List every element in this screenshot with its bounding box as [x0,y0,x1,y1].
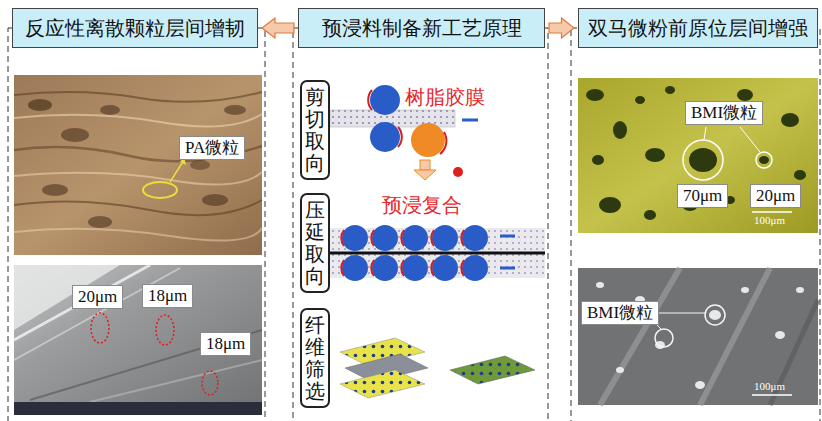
scale-bar-label: 100μm [754,214,785,226]
header-text: 反应性离散颗粒层间增韧 [25,15,245,42]
block-arrow [262,18,294,38]
size-tag: 18μm [200,332,251,356]
film-label: 树脂胶膜 [405,84,485,111]
block-arrow [549,18,574,38]
process-illustration [325,85,545,398]
header-text: 双马微粉前原位层间增强 [588,15,808,42]
step-box: 纤维筛选 [300,308,330,408]
tag-text: 18μm [148,286,187,305]
step-box: 压延取向 [300,193,330,293]
tag-text: 70μm [683,186,722,205]
section-header: 反应性离散颗粒层间增韧 [12,8,258,48]
step-box: 剪切取向 [300,80,330,180]
step-text: 压延取向 [305,199,325,287]
header-text: 预浸料制备新工艺原理 [322,15,522,42]
tag-text: 20μm [756,186,795,205]
tag-text: BMI微粒 [691,103,757,122]
step-text: 剪切取向 [305,86,325,174]
panel-outline [571,28,820,421]
scale-bar-label: 100μm [754,380,785,392]
particle-tag: BMI微粒 [685,101,763,125]
tag-text: 20μm [78,287,117,306]
sem-photo [14,265,262,415]
micrograph-photo [578,78,818,233]
section-header: 双马微粉前原位层间增强 [578,8,818,48]
tag-text: BMI微粒 [587,303,653,322]
particle-tag: BMI微粒 [581,301,659,325]
size-tag: 20μm [72,285,123,309]
panel-outline [8,28,265,421]
section-header: 预浸料制备新工艺原理 [298,8,545,48]
step-text: 纤维筛选 [305,314,325,402]
micrograph-photo [14,75,262,255]
process-label: 预浸复合 [382,192,462,219]
size-tag: 20μm [750,184,801,208]
panel-outline [293,28,548,421]
size-tag: 18μm [142,284,193,308]
size-tag: 70μm [677,184,728,208]
tag-text: PA微粒 [185,138,239,157]
particle-tag: PA微粒 [179,136,245,160]
sem-photo [578,268,818,405]
tag-text: 18μm [206,334,245,353]
